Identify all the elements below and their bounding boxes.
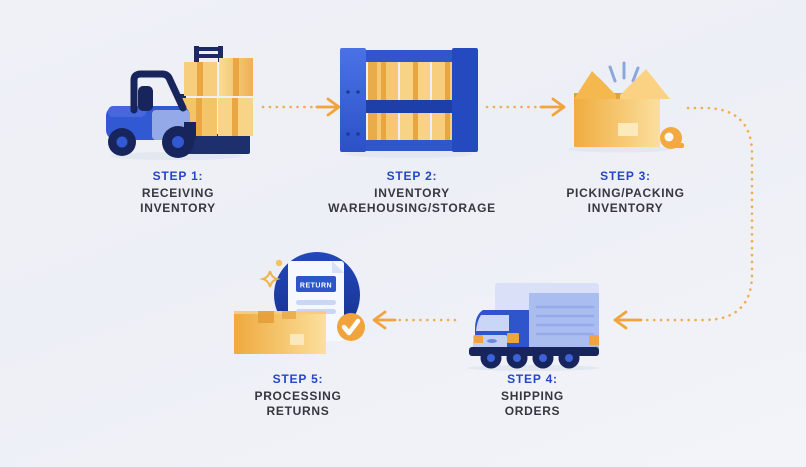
step-1-line-1: RECEIVING (141, 186, 215, 200)
open-box-icon (568, 61, 684, 153)
step-4-line-1: SHIPPING (501, 389, 564, 403)
step-1-line-2: INVENTORY (140, 201, 216, 215)
step-3-line-2: INVENTORY (587, 201, 664, 215)
return-box-icon: RETURN (234, 252, 365, 354)
step-5-title: STEP 5: (272, 372, 324, 386)
warehouse-shelf-icon (340, 48, 478, 158)
step-5-line-2: RETURNS (266, 404, 330, 418)
step-3-title: STEP 3: (600, 169, 651, 183)
step-2-line-1: INVENTORY (374, 186, 450, 200)
step-2-line-2: WAREHOUSING/STORAGE (328, 201, 496, 215)
forklift-icon (106, 46, 253, 160)
step-4-label: STEP 4: SHIPPING ORDERS (455, 372, 610, 419)
step-4-title: STEP 4: (507, 372, 558, 386)
step-5-label: STEP 5: PROCESSING RETURNS (220, 372, 376, 419)
delivery-truck-icon (467, 283, 599, 371)
step-2-title: STEP 2: (386, 169, 438, 183)
return-label: RETURN (300, 283, 332, 290)
step-1-label: STEP 1: RECEIVING INVENTORY (103, 169, 253, 216)
arrow-step2-to-step3-icon (485, 97, 566, 117)
arrow-step1-to-step2-icon (261, 97, 341, 117)
arrow-step4-to-step5-icon (372, 310, 457, 330)
step-5-line-1: PROCESSING (254, 389, 342, 403)
step-2-label: STEP 2: INVENTORY WAREHOUSING/STORAGE (310, 169, 514, 216)
step-1-title: STEP 1: (152, 169, 204, 183)
step-3-line-1: PICKING/PACKING (566, 186, 685, 200)
step-3-label: STEP 3: PICKING/PACKING INVENTORY (538, 169, 713, 216)
step-4-line-2: ORDERS (504, 404, 561, 418)
